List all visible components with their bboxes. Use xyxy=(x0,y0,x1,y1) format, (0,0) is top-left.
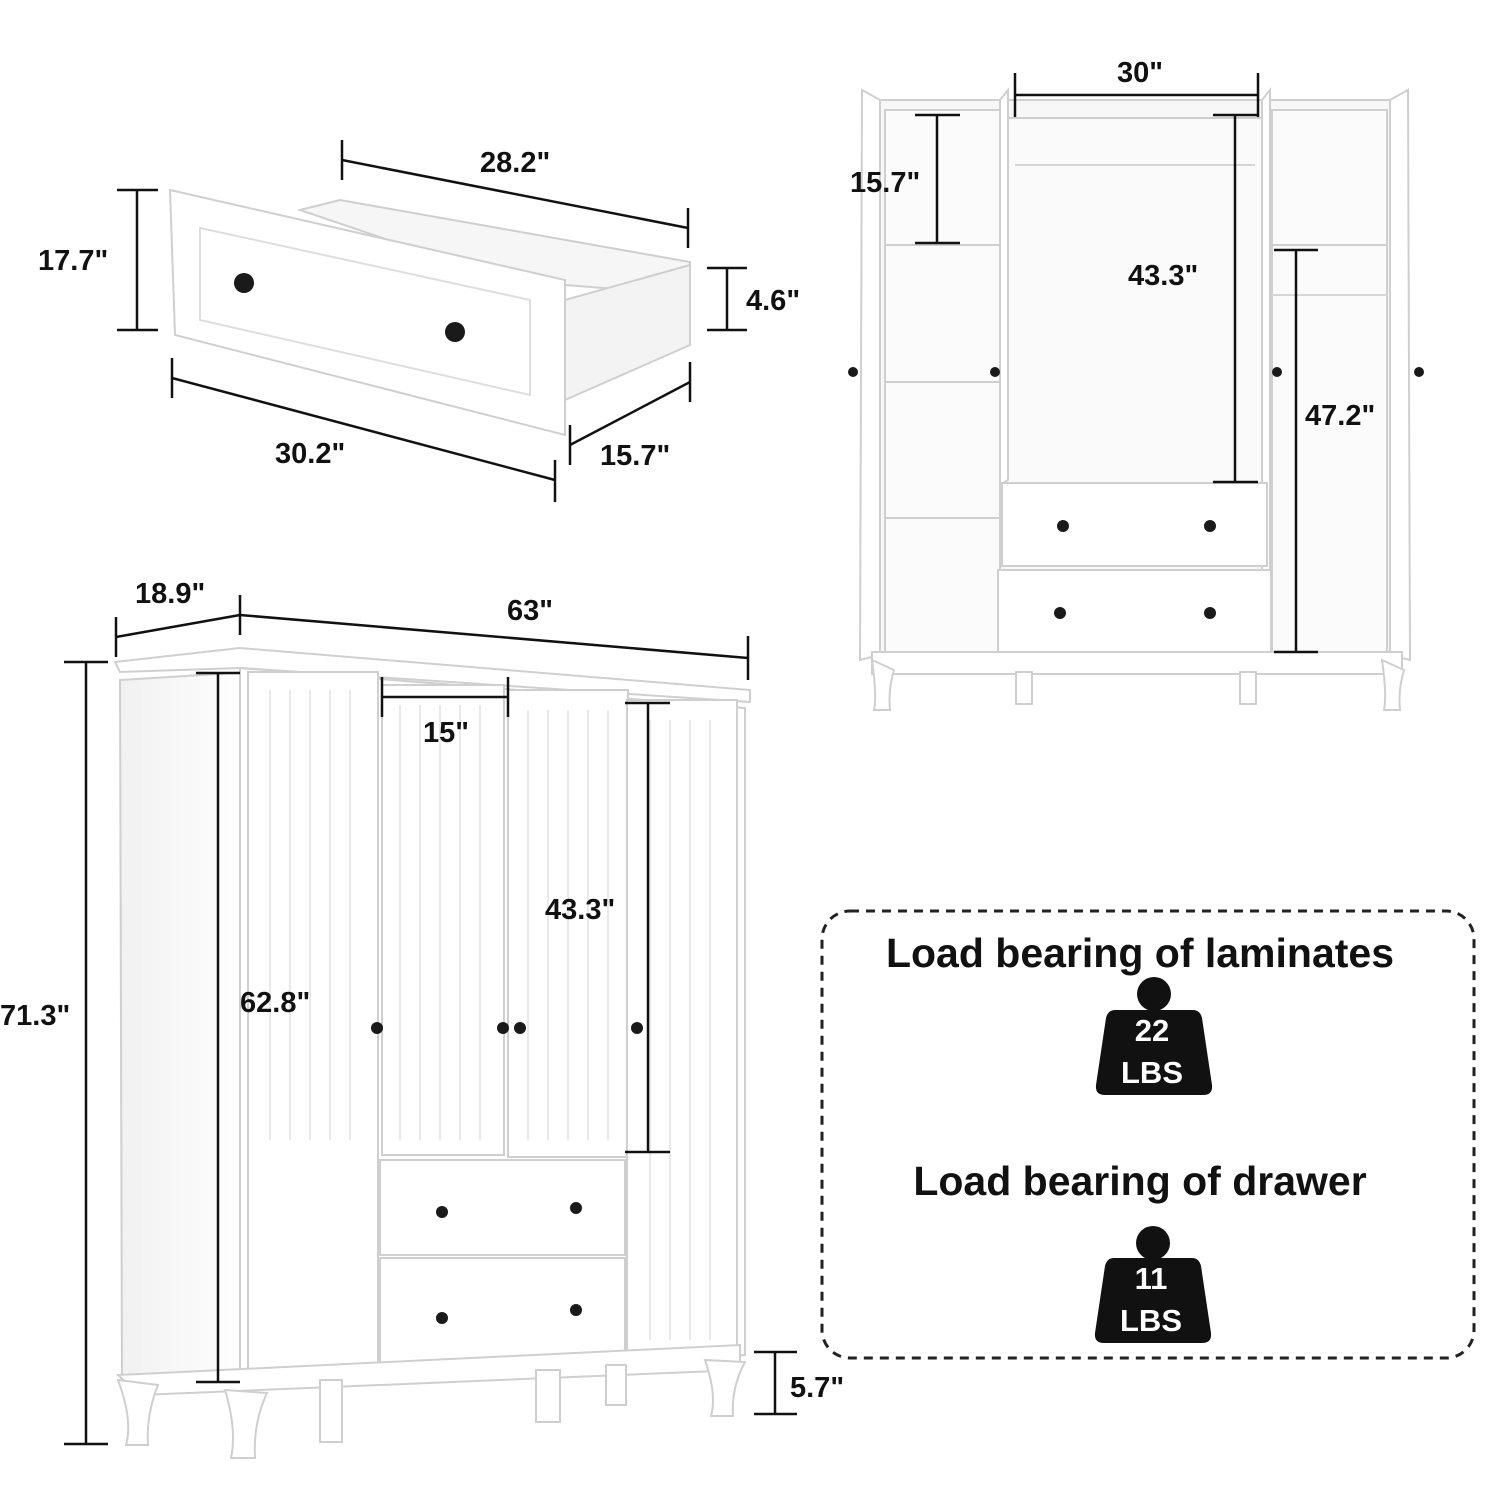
wardrobe-width-label: 63" xyxy=(507,595,553,627)
leg-height-label: 5.7" xyxy=(790,1372,844,1404)
interior-diagram: 30" 15.7" 43.3" 47.2" xyxy=(848,57,1424,711)
drawer-height-label: 17.7" xyxy=(38,245,108,277)
laminates-weight-icon: 22 LBS xyxy=(1095,977,1213,1095)
door-knob xyxy=(497,1022,509,1034)
drawer-front-width-label: 30.2" xyxy=(275,438,345,470)
door-knob xyxy=(990,367,1000,377)
hanging-width-label: 30" xyxy=(1117,57,1163,89)
door-width-label: 15" xyxy=(423,717,469,749)
laminates-load-title: Load bearing of laminates xyxy=(886,930,1394,976)
drawer-weight-unit: LBS xyxy=(1120,1303,1182,1338)
drawer-knob xyxy=(436,1206,448,1218)
wardrobe-width-line xyxy=(239,613,749,660)
drawer-diagram: 28.2" 17.7" 4.6" 30.2" 15.7" xyxy=(38,140,800,502)
door-knob xyxy=(514,1022,526,1034)
load-bearing-panel: Load bearing of laminates 22 LBS Load be… xyxy=(820,909,1476,1360)
wardrobe-diagram: 18.9" 63" 15" 71.3" 62.8" 43.3" 5.7" xyxy=(0,578,844,1459)
drawer-back-width-line xyxy=(341,158,689,230)
drawer-front-width-line xyxy=(171,376,556,482)
side-hanging-height-label: 47.2" xyxy=(1305,400,1375,432)
door-knob xyxy=(1272,367,1282,377)
door-knob xyxy=(631,1022,643,1034)
hanging-height-label: 43.3" xyxy=(1128,260,1198,292)
top-shelf-height-label: 15.7" xyxy=(850,167,920,199)
open-wardrobe-illustration xyxy=(858,87,1412,711)
total-height-label: 71.3" xyxy=(0,1000,70,1032)
drawer-knob xyxy=(570,1304,582,1316)
door-knob xyxy=(1414,367,1424,377)
drawer-depth-label: 15.7" xyxy=(600,440,670,472)
drawer-knob xyxy=(1204,607,1216,619)
wardrobe-depth-label: 18.9" xyxy=(135,578,205,610)
drawer-weight-icon: 11 LBS xyxy=(1094,1226,1212,1343)
laminates-weight-value: 22 xyxy=(1135,1013,1169,1048)
drawer-depth-line xyxy=(569,380,691,447)
drawer-knob xyxy=(1204,520,1216,532)
drawer-knob xyxy=(1057,520,1069,532)
closed-wardrobe-illustration xyxy=(113,646,751,1459)
laminates-weight-unit: LBS xyxy=(1121,1055,1183,1090)
drawer-knob xyxy=(234,273,254,293)
door-knob xyxy=(371,1022,383,1034)
drawer-illustration xyxy=(168,188,691,437)
drawer-back-width-label: 28.2" xyxy=(480,147,550,179)
drawer-front-height-label: 4.6" xyxy=(746,285,800,317)
body-height-label: 62.8" xyxy=(240,987,310,1019)
drawer-weight-value: 11 xyxy=(1135,1261,1168,1296)
drawer-knob xyxy=(445,322,465,342)
drawer-knob xyxy=(436,1312,448,1324)
drawer-load-title: Load bearing of drawer xyxy=(913,1158,1366,1204)
wardrobe-depth-line xyxy=(115,613,241,639)
door-knob xyxy=(848,367,858,377)
drawer-knob xyxy=(1054,607,1066,619)
load-panel-border xyxy=(820,909,1476,1360)
drawer-knob xyxy=(570,1202,582,1214)
upper-door-height-label: 43.3" xyxy=(545,894,615,926)
